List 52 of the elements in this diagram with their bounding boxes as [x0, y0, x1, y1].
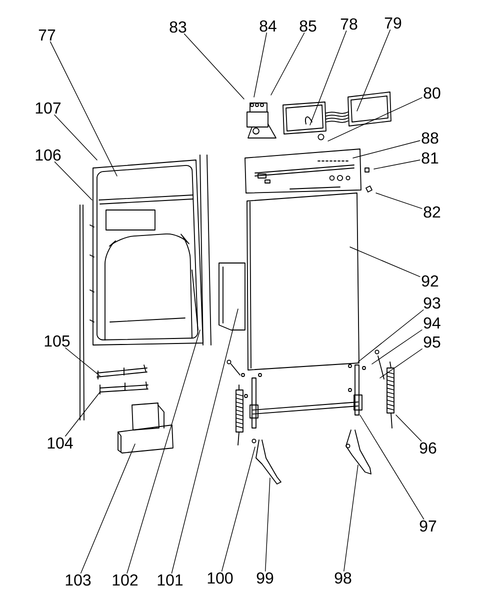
leader-line — [54, 162, 92, 200]
leader-line — [184, 34, 244, 100]
leader-line — [65, 392, 100, 436]
leader-line — [344, 464, 358, 572]
leader-line — [50, 41, 118, 176]
leader-line — [350, 246, 420, 278]
callout-number: 100 — [208, 572, 233, 584]
callout-number: 80 — [424, 87, 440, 99]
callout-number: 92 — [422, 275, 438, 287]
callout-number: 104 — [48, 437, 73, 449]
leader-line — [328, 97, 422, 142]
leader-line — [65, 348, 100, 376]
leader-line — [310, 30, 347, 126]
callout-number: 83 — [170, 21, 186, 33]
leader-line — [352, 140, 420, 158]
leader-line — [80, 444, 136, 574]
callout-number: 103 — [66, 574, 91, 586]
leader-line — [270, 32, 305, 96]
callout-number: 94 — [424, 317, 440, 329]
callout-number: 79 — [384, 17, 402, 29]
callout-number: 77 — [38, 30, 56, 40]
callout-number: 99 — [256, 572, 274, 584]
leader-line — [360, 414, 424, 520]
leader-line — [358, 310, 424, 362]
callout-number: 84 — [260, 20, 276, 32]
leader-line — [54, 114, 98, 160]
callout-number: 106 — [36, 149, 61, 161]
leader-line — [380, 348, 422, 378]
leader-line — [254, 32, 267, 98]
callout-number: 78 — [340, 18, 358, 30]
callout-number: 101 — [158, 574, 183, 586]
callout-number: 105 — [44, 335, 70, 347]
callout-number: 97 — [420, 520, 436, 532]
leader-line — [221, 446, 256, 572]
leader-line — [171, 308, 238, 574]
callout-number: 98 — [334, 572, 352, 584]
callout-number: 95 — [424, 336, 440, 348]
callout-number: 107 — [36, 102, 61, 114]
leader-line — [372, 330, 422, 364]
callout-number: 85 — [300, 20, 316, 32]
callout-number: 88 — [422, 132, 438, 144]
callout-number: 82 — [424, 206, 440, 218]
leader-line — [376, 192, 422, 209]
callout-number: 93 — [424, 297, 440, 309]
callout-number: 96 — [420, 442, 436, 454]
leader-line — [374, 160, 420, 170]
leader-line — [126, 330, 200, 574]
leader-line — [396, 414, 422, 442]
callout-number: 81 — [422, 152, 438, 164]
callout-number: 102 — [112, 574, 138, 586]
leader-line — [356, 30, 391, 112]
leader-line — [264, 478, 270, 572]
